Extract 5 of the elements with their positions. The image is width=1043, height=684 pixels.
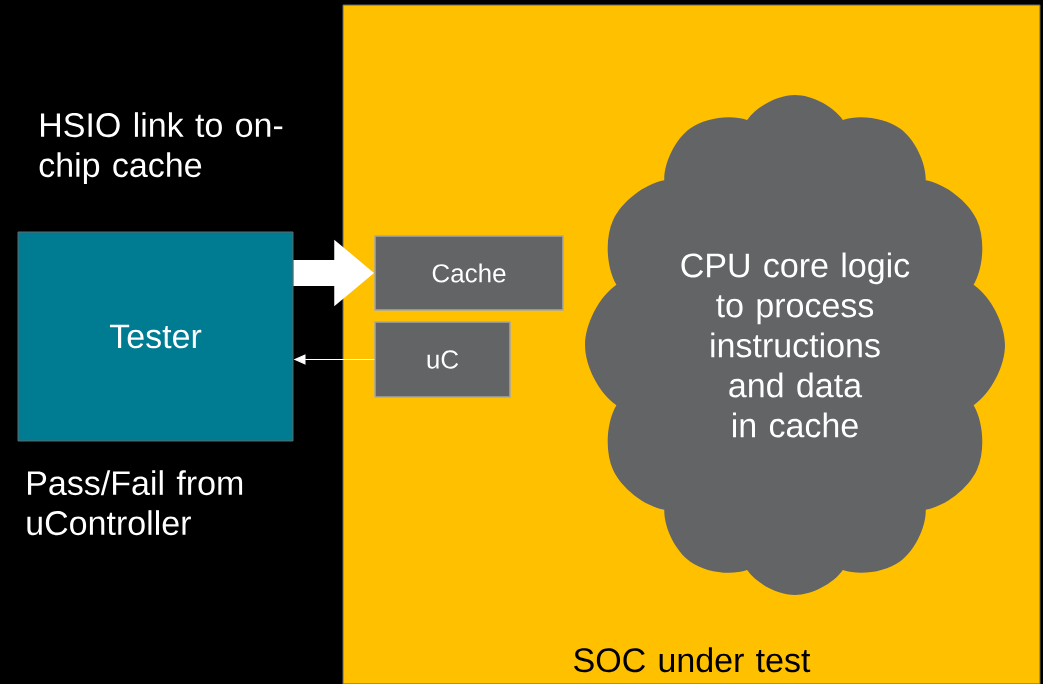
tester-box: Tester — [17, 231, 294, 442]
note-text: HSIO link to on-chip cache — [39, 112, 283, 184]
block-box: Cache — [374, 235, 564, 311]
block-box: uC — [374, 321, 511, 398]
note-text: Pass/Fail from uController — [27, 470, 243, 536]
